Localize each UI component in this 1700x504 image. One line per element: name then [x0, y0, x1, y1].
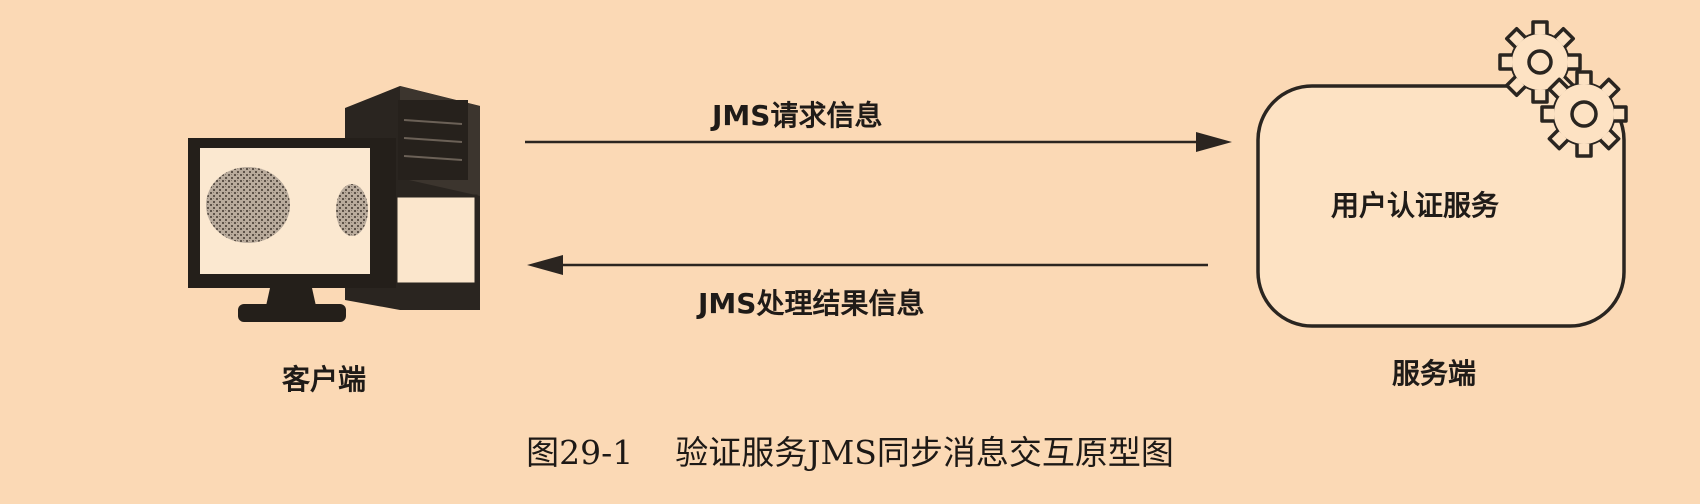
request-message-label: JMS请求信息: [712, 99, 883, 132]
gear-icon: [1498, 20, 1628, 158]
figure-caption: 图29-1 验证服务JMS同步消息交互原型图: [0, 426, 1700, 474]
desktop-computer-icon: [188, 86, 480, 322]
auth-service-label: 用户认证服务: [1331, 189, 1500, 222]
client-label: 客户端: [282, 363, 367, 396]
service-box: [1256, 84, 1626, 328]
server-label: 服务端: [1392, 357, 1477, 390]
request-arrow: [525, 132, 1232, 152]
figure-title: 验证服务JMS同步消息交互原型图: [675, 433, 1174, 472]
figure-number: 图29-1: [526, 433, 634, 472]
response-arrow: [527, 255, 1208, 275]
response-message-label: JMS处理结果信息: [698, 287, 925, 320]
